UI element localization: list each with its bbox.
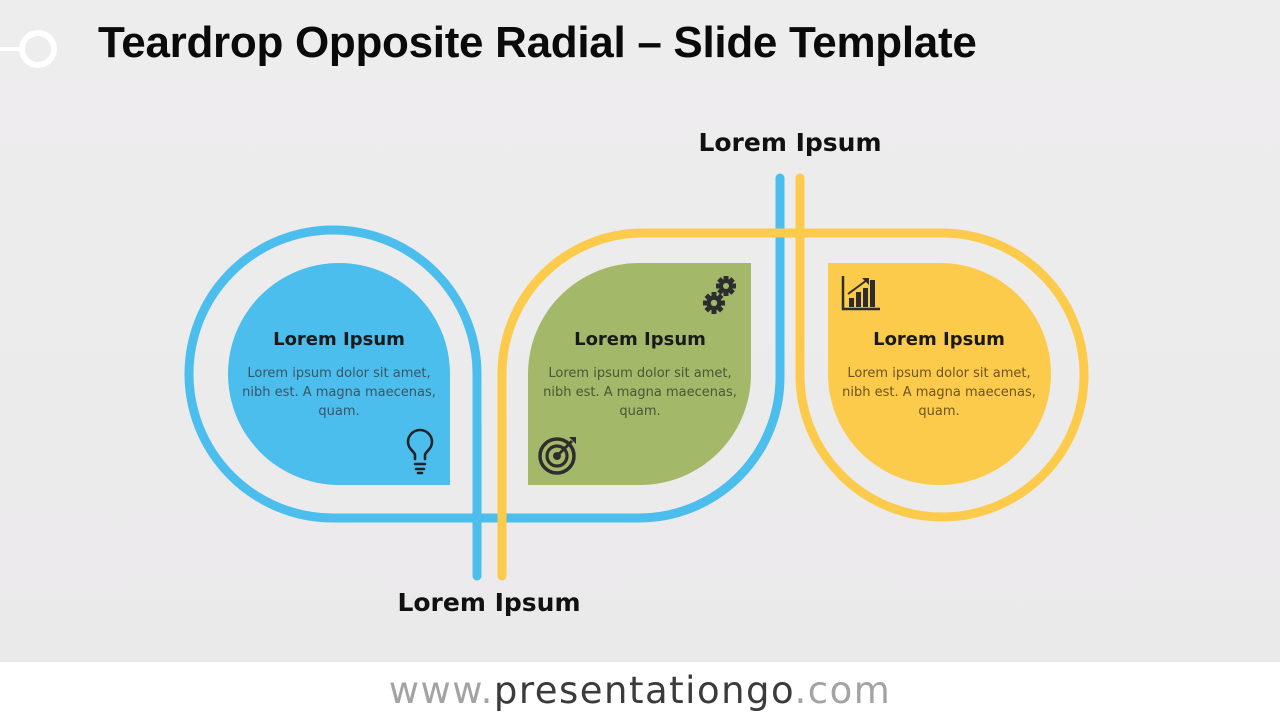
card-2-heading: Lorem Ipsum: [574, 329, 706, 350]
bottom-label: Lorem Ipsum: [397, 588, 581, 617]
card-3-text: Lorem Ipsum Lorem ipsum dolor sit amet, …: [841, 329, 1037, 421]
card-1-body: Lorem ipsum dolor sit amet, nibh est. A …: [242, 366, 436, 419]
target-icon: [538, 437, 576, 475]
card-3-heading: Lorem Ipsum: [873, 329, 1005, 350]
bar-chart-icon: [841, 276, 880, 311]
slide-title: Teardrop Opposite Radial – Slide Templat…: [98, 18, 977, 67]
card-2-text: Lorem Ipsum Lorem ipsum dolor sit amet, …: [542, 329, 738, 421]
gears-icon: [703, 276, 736, 314]
footer-url-prefix: www.: [388, 669, 494, 712]
card-3-shape: [828, 263, 1051, 486]
top-label: Lorem Ipsum: [698, 128, 882, 157]
card-3-body: Lorem ipsum dolor sit amet, nibh est. A …: [842, 366, 1036, 419]
footer-url-brand: presentationgo: [493, 669, 795, 712]
card-1-shape: [228, 263, 450, 485]
yellow-outline-path: [497, 173, 1089, 581]
footer-url[interactable]: www.presentationgo.com: [0, 662, 1280, 720]
logo-mark-icon: [0, 30, 57, 68]
card-2-shape: [528, 263, 751, 486]
blue-outline-path: [184, 173, 785, 581]
slide-canvas: Teardrop Opposite Radial – Slide Templat…: [0, 0, 1280, 662]
card-1-text: Lorem Ipsum Lorem ipsum dolor sit amet, …: [241, 329, 437, 421]
lightbulb-icon: [406, 428, 434, 475]
footer-url-suffix: .com: [794, 669, 892, 712]
teardrop-radial-diagram: [184, 173, 1089, 581]
card-1-heading: Lorem Ipsum: [273, 329, 405, 350]
card-2-body: Lorem ipsum dolor sit amet, nibh est. A …: [543, 366, 737, 419]
